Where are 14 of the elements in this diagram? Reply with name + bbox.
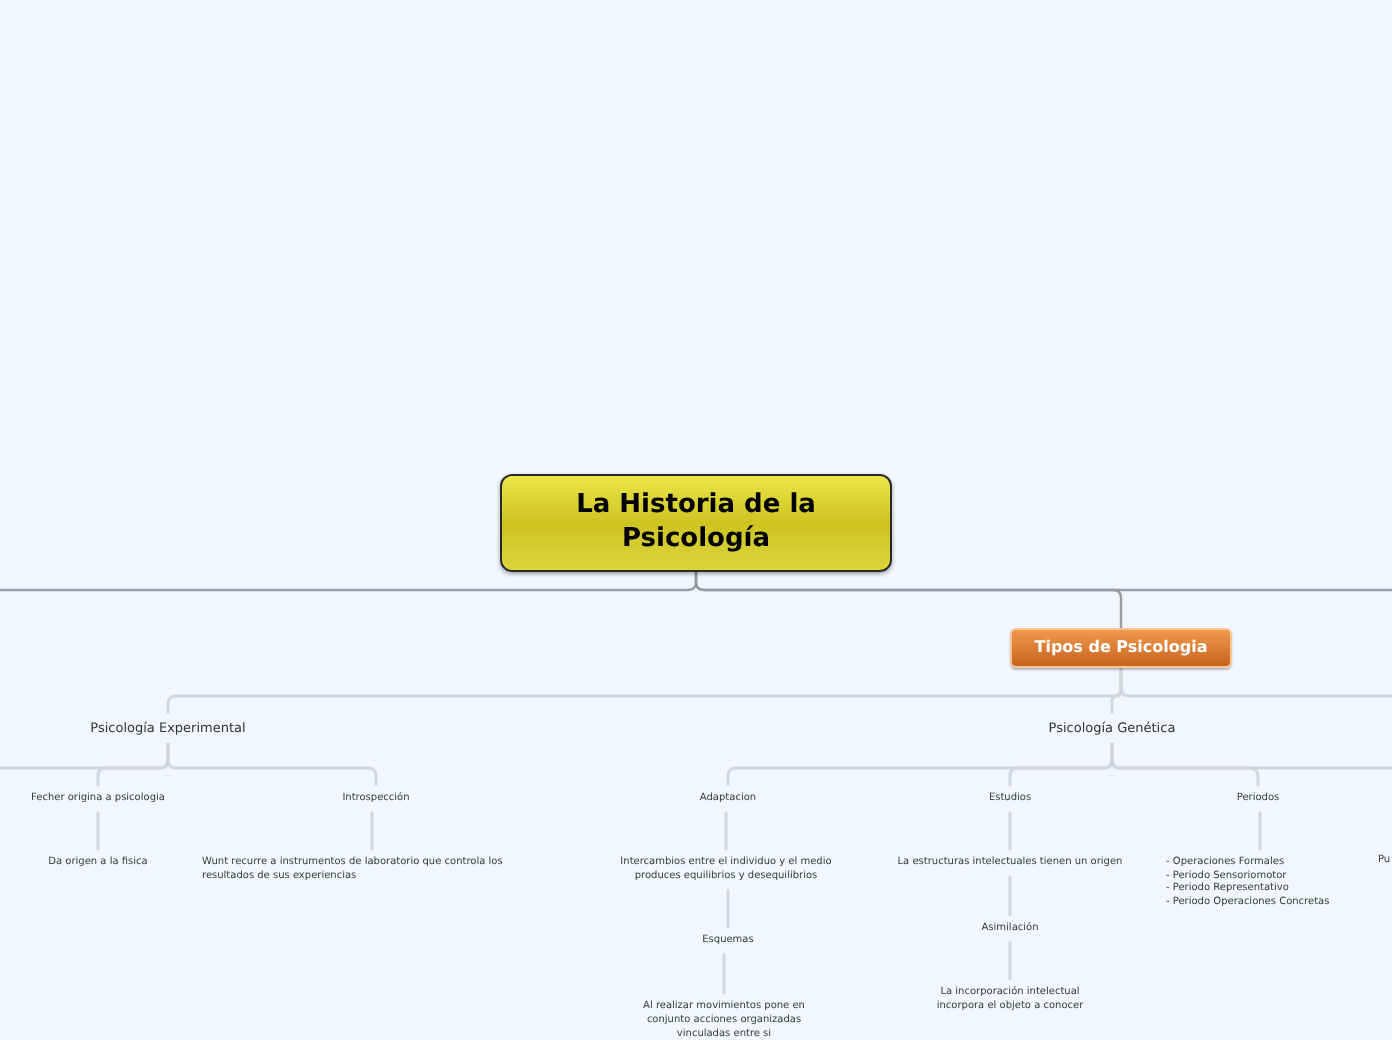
connector-line — [726, 889, 730, 928]
connector-line — [724, 811, 728, 850]
connector-line — [722, 953, 726, 994]
topic-title: Tipos de Psicologia — [1034, 640, 1208, 656]
connector-line — [1008, 811, 1012, 850]
connector-line — [694, 572, 1392, 592]
central-topic-box — [500, 474, 892, 572]
main-topic-box — [1010, 628, 1232, 668]
connector-line — [1258, 811, 1262, 850]
connector-line — [1008, 941, 1012, 980]
connector-line — [370, 811, 374, 850]
connector-line — [1008, 875, 1012, 916]
connector-line — [96, 811, 100, 850]
topic-title: La Historia de la Psicología — [574, 489, 818, 557]
